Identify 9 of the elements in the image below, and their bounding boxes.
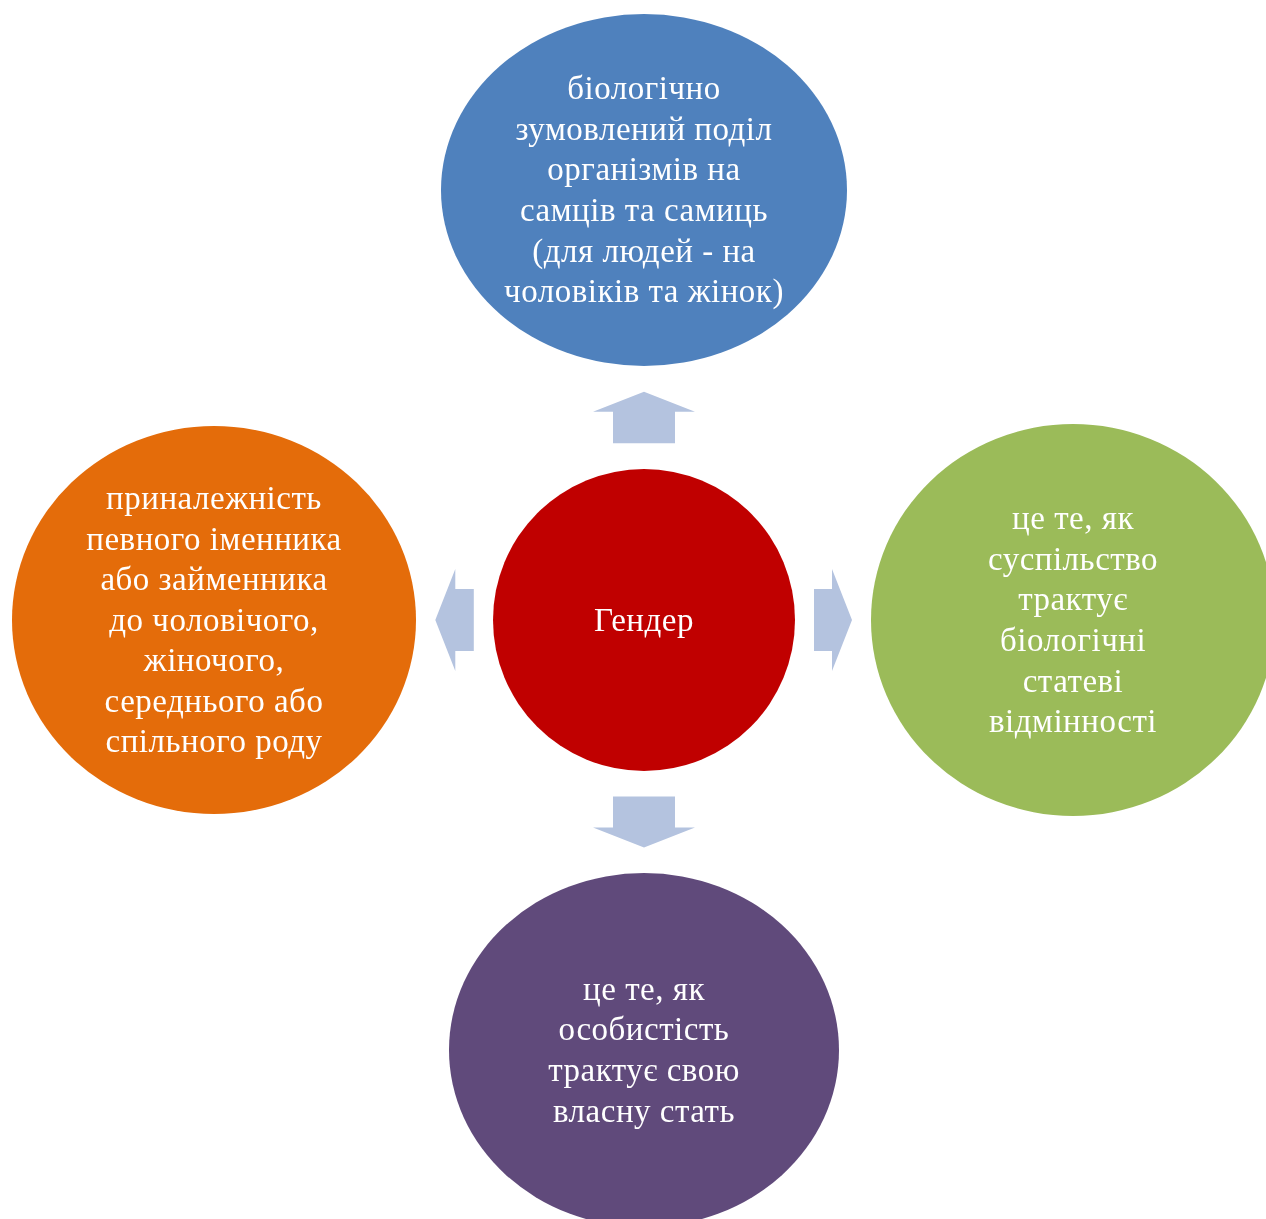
node-text: біологічно зумовлений поділ організмів на самців та самиць (для людей - на чоловіків та жінок) xyxy=(503,69,785,312)
node-text: це те, як суспільство трактує біологічні статеві відмінності xyxy=(986,499,1160,742)
node-text: приналежність певного іменника або займенника до чоловічого, жіночого, середнього або спільного роду xyxy=(85,478,343,762)
node-text: це те, як особистість трактує свою власну стать xyxy=(547,969,741,1131)
block-arrow xyxy=(435,569,474,671)
block-arrow xyxy=(593,391,695,444)
block-arrow xyxy=(814,569,852,671)
node-text: Гендер xyxy=(593,600,695,640)
block-arrow xyxy=(593,796,695,848)
